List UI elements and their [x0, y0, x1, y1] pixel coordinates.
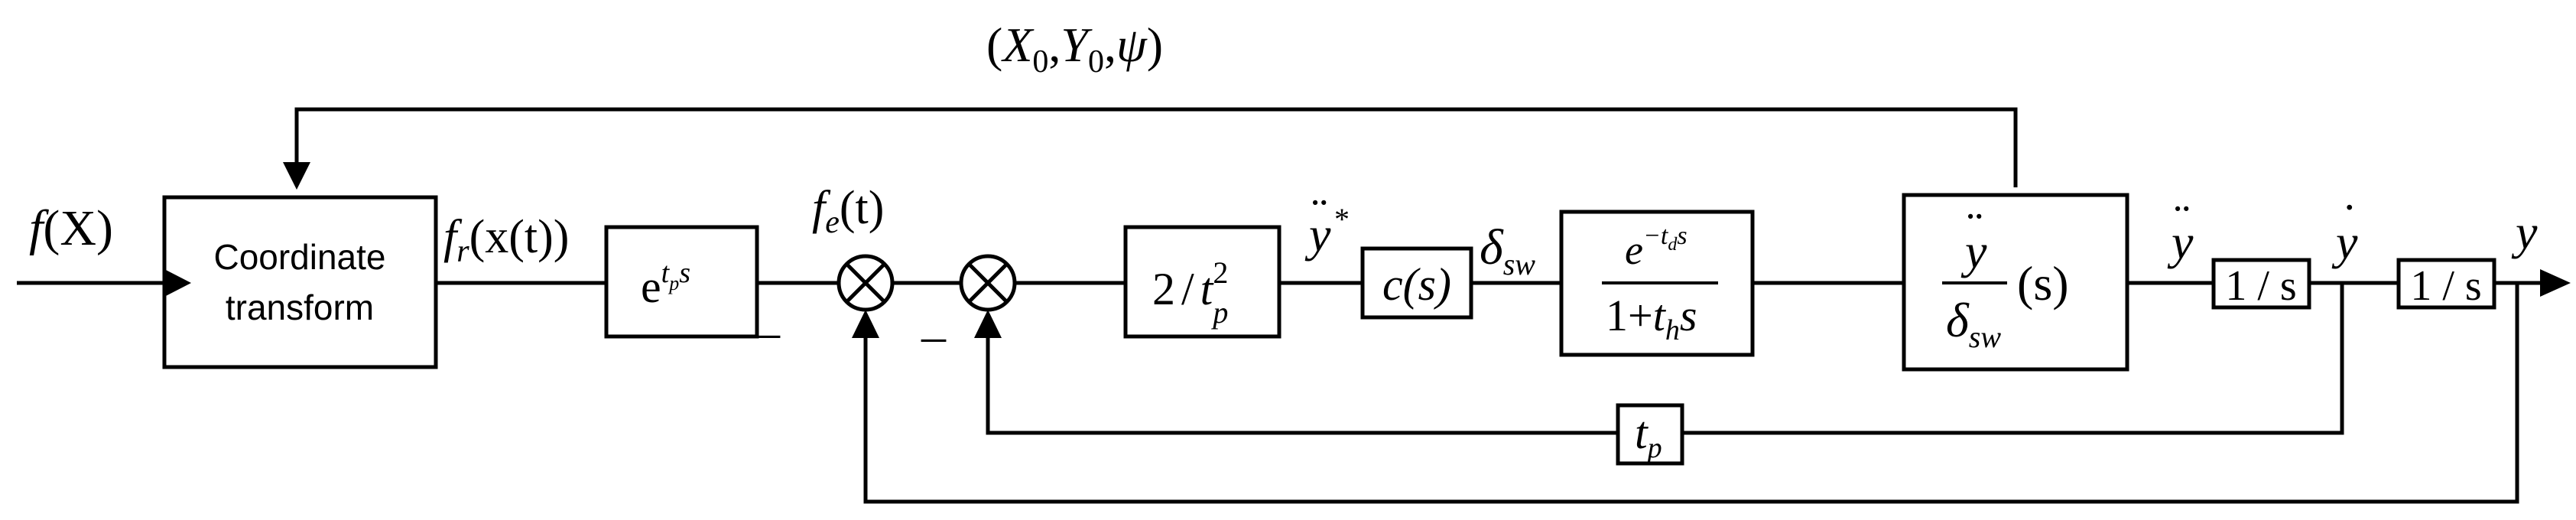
- gain-block: [1123, 225, 1282, 339]
- svg-text:¨: ¨: [2174, 193, 2190, 248]
- cs-block-label: c(s): [1382, 259, 1451, 310]
- svg-text:¨: ¨: [1967, 201, 1983, 255]
- coord-block-line2: transform: [226, 288, 374, 327]
- top-feedback-line: [294, 107, 2018, 187]
- tp-block-label: tp: [1635, 408, 1662, 464]
- summing-junction-1: [836, 254, 895, 312]
- svg-text:*: *: [1334, 202, 1350, 236]
- integrator1-block: [2211, 258, 2311, 310]
- svg-text:˙: ˙: [2341, 193, 2357, 248]
- ystar-label: y ¨ *: [1304, 187, 1350, 262]
- output-arrowhead: [2540, 269, 2571, 297]
- delay-block: [604, 225, 759, 339]
- steer-block-numerator: e−tds: [1625, 222, 1688, 273]
- y-feedback-line: [863, 283, 2519, 504]
- svg-text:y: y: [2167, 215, 2194, 269]
- steering-dynamics-block: [1559, 210, 1755, 357]
- ydot-label: y ˙: [2331, 193, 2358, 269]
- sum1-minus-sign: –: [755, 304, 781, 359]
- svg-text:y: y: [1960, 224, 1987, 278]
- fe-label: fe(t): [812, 182, 884, 240]
- ydot-feedback-line: [1682, 283, 2344, 435]
- vehicle-block-label: y ¨ δsw (s): [1946, 201, 2069, 354]
- steer-block-denominator: 1+ths: [1606, 291, 1697, 346]
- svg-text:δsw: δsw: [1946, 293, 2001, 354]
- summing-junction-2: [959, 254, 1017, 312]
- feedback-top-label: (X0,Y0,ψ): [986, 18, 1163, 80]
- svg-text:¨: ¨: [1311, 187, 1327, 242]
- tp-block: [1616, 403, 1684, 466]
- coordinate-transform-block: [162, 195, 438, 369]
- integrator2-block: [2396, 258, 2496, 310]
- svg-text:(s): (s): [2017, 256, 2069, 310]
- integrator2-label: 1 / s: [2410, 262, 2481, 310]
- integrator1-label: 1 / s: [2225, 262, 2296, 310]
- svg-text:y: y: [2331, 215, 2358, 269]
- sum2-minus-sign: –: [921, 308, 947, 362]
- ydot-feedback-line-2: [986, 336, 1618, 435]
- input-arrowhead: [164, 269, 191, 297]
- delta-sw-label: δsw: [1480, 219, 1535, 281]
- cs-block: [1360, 246, 1473, 320]
- vehicle-transfer-block: [1902, 193, 2129, 372]
- svg-text:y: y: [1304, 207, 1331, 262]
- sum1-feedback-arrowhead: [852, 310, 879, 338]
- y-output-label: y: [2511, 205, 2538, 259]
- top-feedback-arrowhead: [283, 162, 310, 190]
- input-label: f(X): [29, 200, 113, 256]
- fr-label: fr(x(t)): [443, 211, 569, 269]
- delay-block-label: etps: [641, 257, 690, 312]
- sum2-feedback-arrowhead: [974, 310, 1002, 338]
- yddot-label: y ¨: [2167, 193, 2194, 269]
- coord-block-line1: Coordinate: [213, 237, 385, 277]
